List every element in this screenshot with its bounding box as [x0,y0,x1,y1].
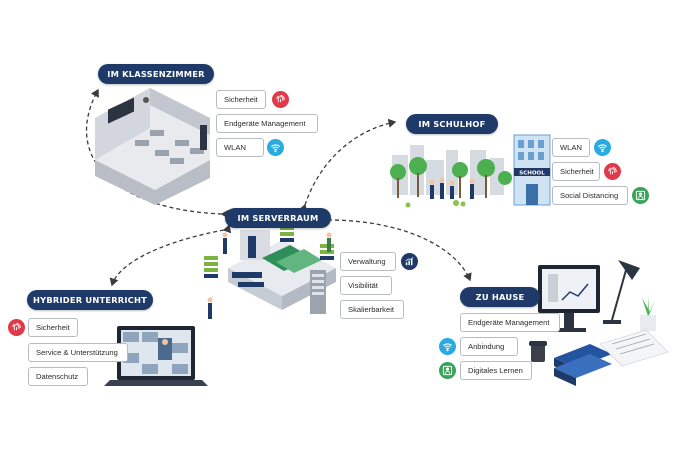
section-title-zuhause: ZU HAUSE [460,287,540,307]
fingerprint-icon [604,163,621,180]
distancing-icon [632,187,649,204]
zuhause-item-anbindung: Anbindung [460,337,518,356]
klassenzimmer-item-endgeraete: Endgeräte Management [216,114,318,133]
section-title-serverraum: IM SERVERRAUM [225,208,331,228]
schulhof-item-social-distancing: Social Distancing [552,186,628,205]
classroom-illustration [95,88,210,205]
zuhause-item-endgeraete: Endgeräte Management [460,313,560,332]
homeoffice-illustration [529,260,669,386]
klassenzimmer-item-sicherheit: Sicherheit [216,90,266,109]
serverroom-illustration [204,226,336,319]
serverraum-item-visibilitaet: Visibilität [340,276,392,295]
arrow-serverraum-hybrid [109,224,232,287]
klassenzimmer-item-wlan: WLAN [216,138,264,157]
hybrid-item-datenschutz: Datenschutz [28,367,88,386]
serverraum-item-verwaltung: Verwaltung [340,252,396,271]
hybrid-item-sicherheit: Sicherheit [28,318,78,337]
section-title-schulhof: IM SCHULHOF [406,114,498,134]
zuhause-item-digitales-lernen: Digitales Lernen [460,361,532,380]
wifi-icon [439,338,456,355]
section-title-hybrid: HYBRIDER UNTERRICHT [27,290,153,310]
wifi-icon [267,139,284,156]
fingerprint-icon [8,319,25,336]
hybrid-item-service: Service & Unterstützung [28,343,128,362]
arrow-serverraum-zuhause [321,215,472,282]
wifi-icon [594,139,611,156]
books-stack [554,344,612,386]
fingerprint-icon [272,91,289,108]
section-title-klassenzimmer: IM KLASSENZIMMER [98,64,214,84]
schulhof-item-sicherheit: Sicherheit [552,162,600,181]
analytics-icon [401,253,418,270]
schulhof-item-wlan: WLAN [552,138,590,157]
learning-icon [439,362,456,379]
schoolyard-illustration: SCHOOL [390,134,551,208]
school-sign: SCHOOL [519,171,545,177]
laptop-illustration [104,326,208,386]
arrow-serverraum-schulhof [298,118,397,213]
serverraum-item-skalierbarkeit: Skalierbarkeit [340,300,404,319]
